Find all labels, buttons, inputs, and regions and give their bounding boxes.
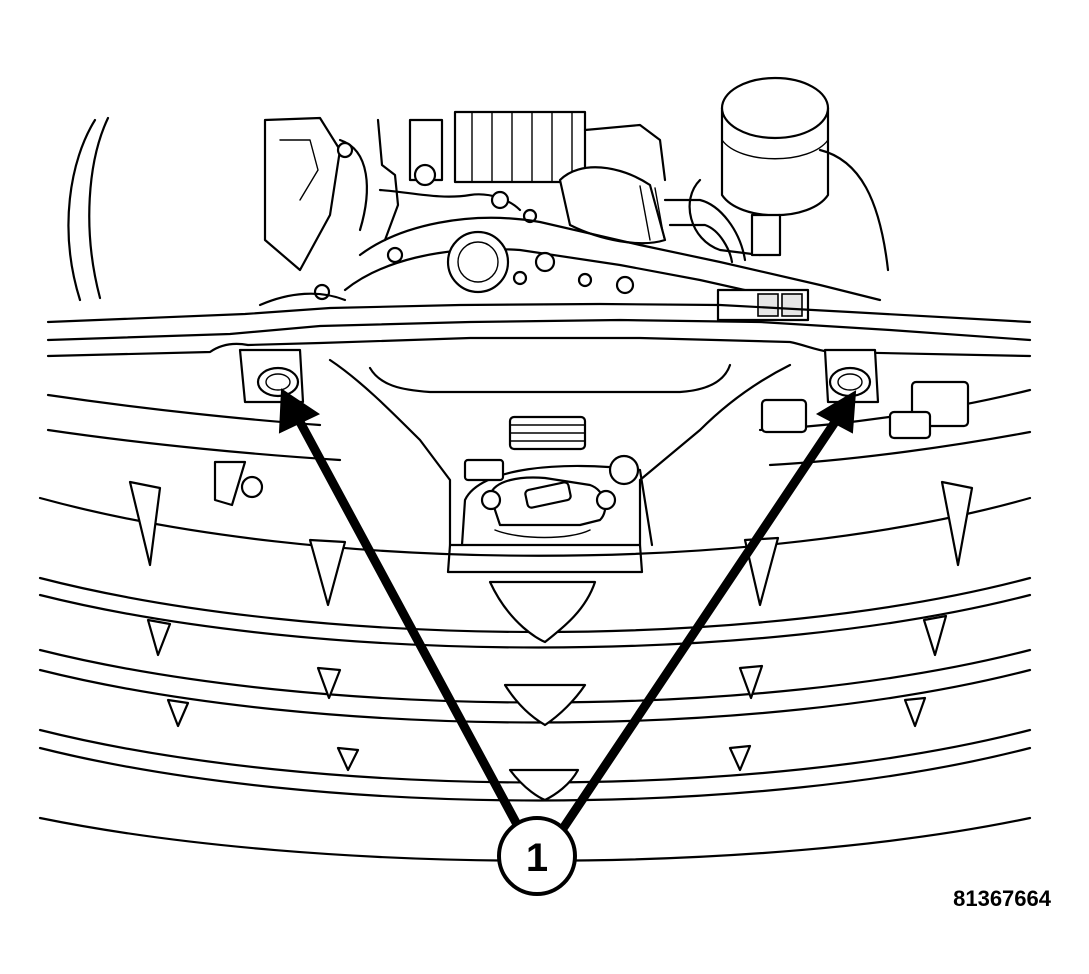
arrow-left-head	[278, 388, 321, 434]
arrow-left	[295, 417, 525, 835]
intake-hose	[558, 166, 782, 264]
arrow-right	[557, 417, 840, 835]
mount-bracket	[328, 358, 792, 574]
mount-bolt-right	[823, 348, 880, 404]
oil-filter	[720, 76, 830, 217]
front-grille	[38, 480, 1032, 862]
engine-compartment	[67, 76, 890, 322]
callout-bubble: 1	[497, 816, 577, 896]
arrow-right-head	[815, 390, 857, 434]
figure-id: 81367664	[953, 886, 1051, 911]
callout-arrows	[278, 388, 857, 835]
callout-number: 1	[526, 836, 548, 880]
mount-bolt-left	[238, 348, 305, 404]
